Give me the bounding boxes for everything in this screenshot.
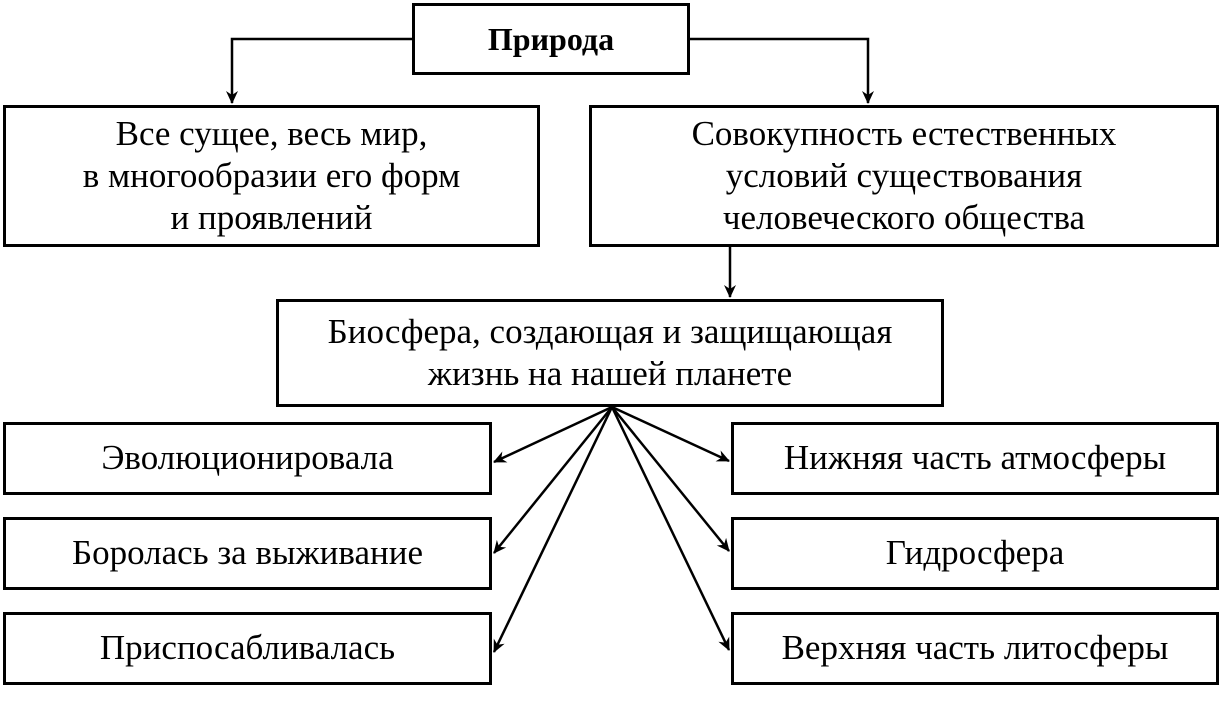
definition-label: Все сущее, весь мир, в многообразии его … [82,114,461,237]
definition-label: Совокупность естественных условий сущест… [691,114,1117,237]
biosphere-part-label: Нижняя часть атмосферы [783,438,1167,478]
biosphere-action-label: Боролась за выживание [71,533,424,573]
biosphere-action-label: Эволюционировала [101,438,394,478]
root-node-nature: Природа [412,3,690,75]
biosphere-part-node: Верхняя часть литосферы [731,612,1219,685]
biosphere-action-node: Приспосабливалась [3,612,492,685]
arrow-biosphere-to-part-2 [611,406,730,552]
arrow-biosphere-to-part-1 [611,405,730,463]
arrow-biosphere-to-action-1 [493,405,613,464]
biosphere-part-label: Гидросфера [885,533,1065,573]
arrow-biosphere-to-part-3 [610,406,731,651]
biosphere-part-node: Гидросфера [731,517,1219,590]
biosphere-action-node: Эволюционировала [3,422,492,495]
biosphere-action-node: Боролась за выживание [3,517,492,590]
arrow-root-to-right [690,37,874,104]
definition-node-everything: Все сущее, весь мир, в многообразии его … [3,105,540,247]
arrow-root-to-left [226,37,412,104]
biosphere-action-label: Приспосабливалась [99,628,396,668]
root-node-label: Природа [487,20,615,57]
biosphere-label: Биосфера, создающая и защищающая жизнь н… [327,312,893,393]
definition-node-natural-conditions: Совокупность естественных условий сущест… [589,105,1219,247]
biosphere-part-label: Верхняя часть литосферы [781,628,1169,668]
biosphere-node: Биосфера, создающая и защищающая жизнь н… [276,299,944,407]
arrow-biosphere-to-action-3 [492,406,614,653]
arrow-biosphere-to-action-2 [493,406,613,554]
biosphere-part-node: Нижняя часть атмосферы [731,422,1219,495]
